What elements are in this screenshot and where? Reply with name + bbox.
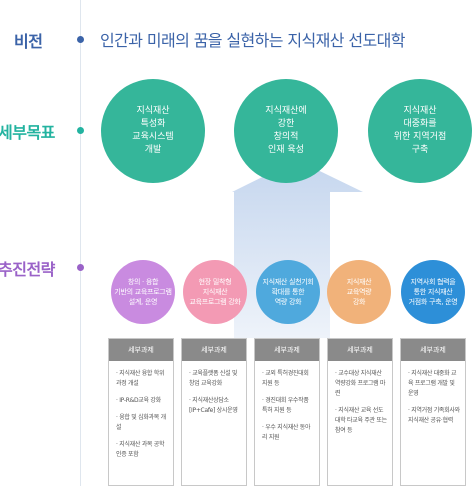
goal-line: 창의적 xyxy=(273,132,299,142)
task-item: · 교육플랫폼 신설 및 창업 교육강화 xyxy=(189,370,238,387)
strategy-line: 기반의 교육프로그램 xyxy=(114,288,172,296)
strategy-line: 강화 xyxy=(352,298,366,306)
goal-line: 인재 육성 xyxy=(268,145,304,155)
vision-label: 비전 xyxy=(14,32,43,51)
strategy-line: 현장 밀착형 xyxy=(198,278,232,286)
task-item: · 교수대상 지식재산 역량강화 프로그램 마련 xyxy=(335,370,386,397)
task-box-header: 세부과제 xyxy=(109,339,173,361)
strategies-dot xyxy=(77,264,84,271)
task-item: · 지식재산 대중화 교육 프로그램 개발 및 운영 xyxy=(408,370,457,397)
strategy-line: 설계, 운영 xyxy=(128,298,158,306)
task-item: · 교외 특허경진대회 지원 등 xyxy=(262,370,309,387)
strategy-line: 지역사회 협력을 xyxy=(410,278,456,286)
strategies-label: 추진전략 xyxy=(0,260,55,279)
strategy-circle-5: 지역사회 협력을 통한 지식재산 거점화 구축, 운영 xyxy=(401,260,465,324)
task-item: · 경진대회 우수작품 특허 지원 등 xyxy=(262,397,309,414)
task-item: · 융합 및 심화과목 개설 xyxy=(116,414,166,431)
strategy-line: 지식재산 xyxy=(202,288,228,296)
vision-statement: 인간과 미래의 꿈을 실현하는 지식재산 선도대학 xyxy=(100,31,405,50)
strategy-line: 역량 강화 xyxy=(274,298,302,306)
strategy-line: 교육프로그램 강화 xyxy=(189,298,241,306)
goals-dot xyxy=(77,127,84,134)
task-item: · IP-R&D교육 강화 xyxy=(116,397,161,404)
goal-line: 구축 xyxy=(411,145,429,155)
strategy-circle-4: 지식재산 교육역량 강화 xyxy=(327,260,391,324)
goals-label: 세부목표 xyxy=(0,123,55,142)
task-box-1: 세부과제 · 지식재산 융합 학위 과정 개설 · IP-R&D교육 강화 · … xyxy=(108,338,174,486)
task-item: · 지식재산 과목 공학인증 포함 xyxy=(116,441,165,458)
task-box-2: 세부과제 · 교육플랫폼 신설 및 창업 교육강화 · 지식재산상담소 [IP+… xyxy=(181,338,247,486)
task-box-header: 세부과제 xyxy=(182,339,246,361)
goal-line: 개발 xyxy=(144,145,162,155)
task-box-header: 세부과제 xyxy=(401,339,465,361)
task-box-3: 세부과제 · 교외 특허경진대회 지원 등 · 경진대회 우수작품 특허 지원 … xyxy=(254,338,320,486)
strategy-line: 확대를 통한 xyxy=(271,288,305,296)
task-box-header: 세부과제 xyxy=(328,339,392,361)
strategy-line: 교육역량 xyxy=(346,288,372,296)
strategy-line: 지식재산 xyxy=(346,278,372,286)
timeline-line xyxy=(80,0,81,486)
goal-line: 대중화를 xyxy=(403,119,437,129)
goal-line: 교육시스템 xyxy=(132,132,174,142)
strategy-line: 지식재산 실천기회 xyxy=(262,278,314,286)
task-item: · 지식재산 교육 선도 대학 타교육 주관 또는 참여 등 xyxy=(335,407,387,434)
goal-line: 위한 지역거점 xyxy=(393,132,447,142)
task-box-5: 세부과제 · 지식재산 대중화 교육 프로그램 개발 및 운영 · 지역거점 기… xyxy=(400,338,466,486)
strategy-circle-2: 현장 밀착형 지식재산 교육프로그램 강화 xyxy=(183,260,247,324)
goal-line: 지식재산에 xyxy=(265,106,307,116)
strategy-circle-1: 창의 · 융합 기반의 교육프로그램 설계, 운영 xyxy=(111,260,175,324)
goal-line: 특성화 xyxy=(140,119,166,129)
strategy-line: 창의 · 융합 xyxy=(127,278,159,286)
strategy-line: 통한 지식재산 xyxy=(413,288,453,296)
task-item: · 지역거점 기족회사와 지식재산 공유·협력 xyxy=(408,407,460,424)
task-item: · 지식재산 융합 학위 과정 개설 xyxy=(116,370,165,387)
goal-circle-3: 지식재산 대중화를 위한 지역거점 구축 xyxy=(368,79,472,183)
goal-circle-1: 지식재산 특성화 교육시스템 개발 xyxy=(101,79,205,183)
vision-dot xyxy=(77,36,84,43)
strategy-line: 거점화 구축, 운영 xyxy=(408,298,458,306)
task-box-header: 세부과제 xyxy=(255,339,319,361)
goal-line: 지식재산 xyxy=(136,106,170,116)
goal-line: 지식재산 xyxy=(403,106,437,116)
task-box-4: 세부과제 · 교수대상 지식재산 역량강화 프로그램 마련 · 지식재산 교육 … xyxy=(327,338,393,486)
goal-circle-2: 지식재산에 강한 창의적 인재 육성 xyxy=(234,79,338,183)
task-item: · 지식재산상담소 [IP+Cafe] 상시운영 xyxy=(189,397,238,414)
task-item: · 우수 지식재산 동아리 지원 xyxy=(262,424,311,441)
strategy-circle-3: 지식재산 실천기회 확대를 통한 역량 강화 xyxy=(256,260,320,324)
goal-line: 강한 xyxy=(277,119,295,129)
